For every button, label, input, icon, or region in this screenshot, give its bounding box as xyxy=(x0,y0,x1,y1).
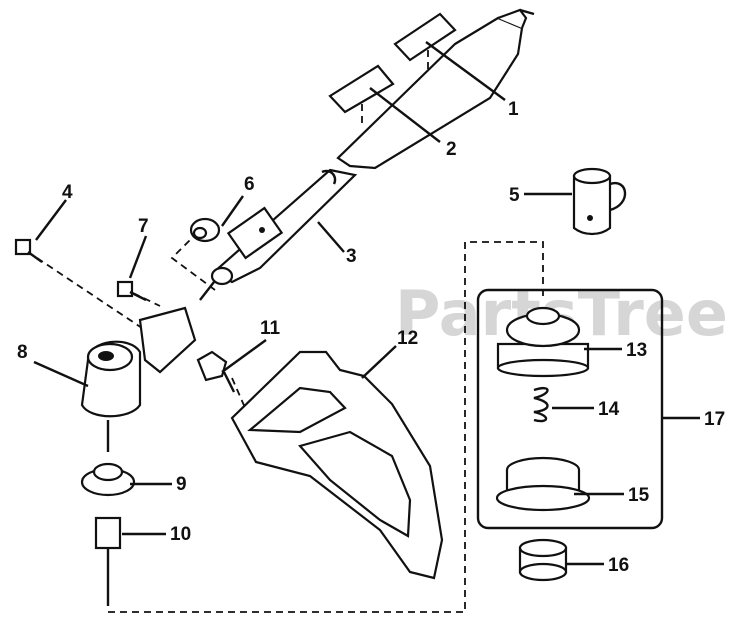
callout-6: 6 xyxy=(244,174,255,195)
callout-15: 15 xyxy=(628,485,650,506)
screw-4 xyxy=(14,238,43,263)
callout-12: 12 xyxy=(397,328,418,349)
spool-housing xyxy=(496,306,590,378)
callout-10: 10 xyxy=(170,524,191,545)
callout-7: 7 xyxy=(138,216,149,237)
callout-2: 2 xyxy=(446,139,457,160)
callout-8: 8 xyxy=(17,342,28,363)
callout-16: 16 xyxy=(608,555,629,576)
callout-5: 5 xyxy=(509,185,520,206)
callout-11: 11 xyxy=(260,318,281,339)
kit-box xyxy=(476,288,664,530)
callout-13: 13 xyxy=(626,340,647,361)
long-bolt xyxy=(94,516,122,606)
spring xyxy=(533,386,549,423)
callout-1: 1 xyxy=(508,99,519,120)
callout-labels: 1 2 3 4 5 6 7 8 9 10 11 12 13 14 15 16 1… xyxy=(17,99,725,576)
screw-7 xyxy=(116,280,147,302)
callout-14: 14 xyxy=(598,399,620,420)
spacer-bushing xyxy=(189,217,221,243)
line-spool xyxy=(495,456,591,512)
gear-head xyxy=(80,306,197,452)
adapter-cup xyxy=(572,167,627,236)
debris-guard xyxy=(230,350,444,580)
upper-shaft-housing xyxy=(336,8,535,170)
wing-nut xyxy=(196,350,236,393)
upper-label-sticker xyxy=(393,12,457,62)
callout-3: 3 xyxy=(346,246,357,267)
drive-shaft xyxy=(199,168,358,301)
leader-lines xyxy=(33,41,700,566)
bump-knob xyxy=(518,538,568,582)
hex-nut xyxy=(80,462,136,497)
lower-label-sticker xyxy=(328,64,395,114)
callout-4: 4 xyxy=(62,182,73,203)
callout-17: 17 xyxy=(704,409,725,430)
callout-9: 9 xyxy=(176,474,187,495)
